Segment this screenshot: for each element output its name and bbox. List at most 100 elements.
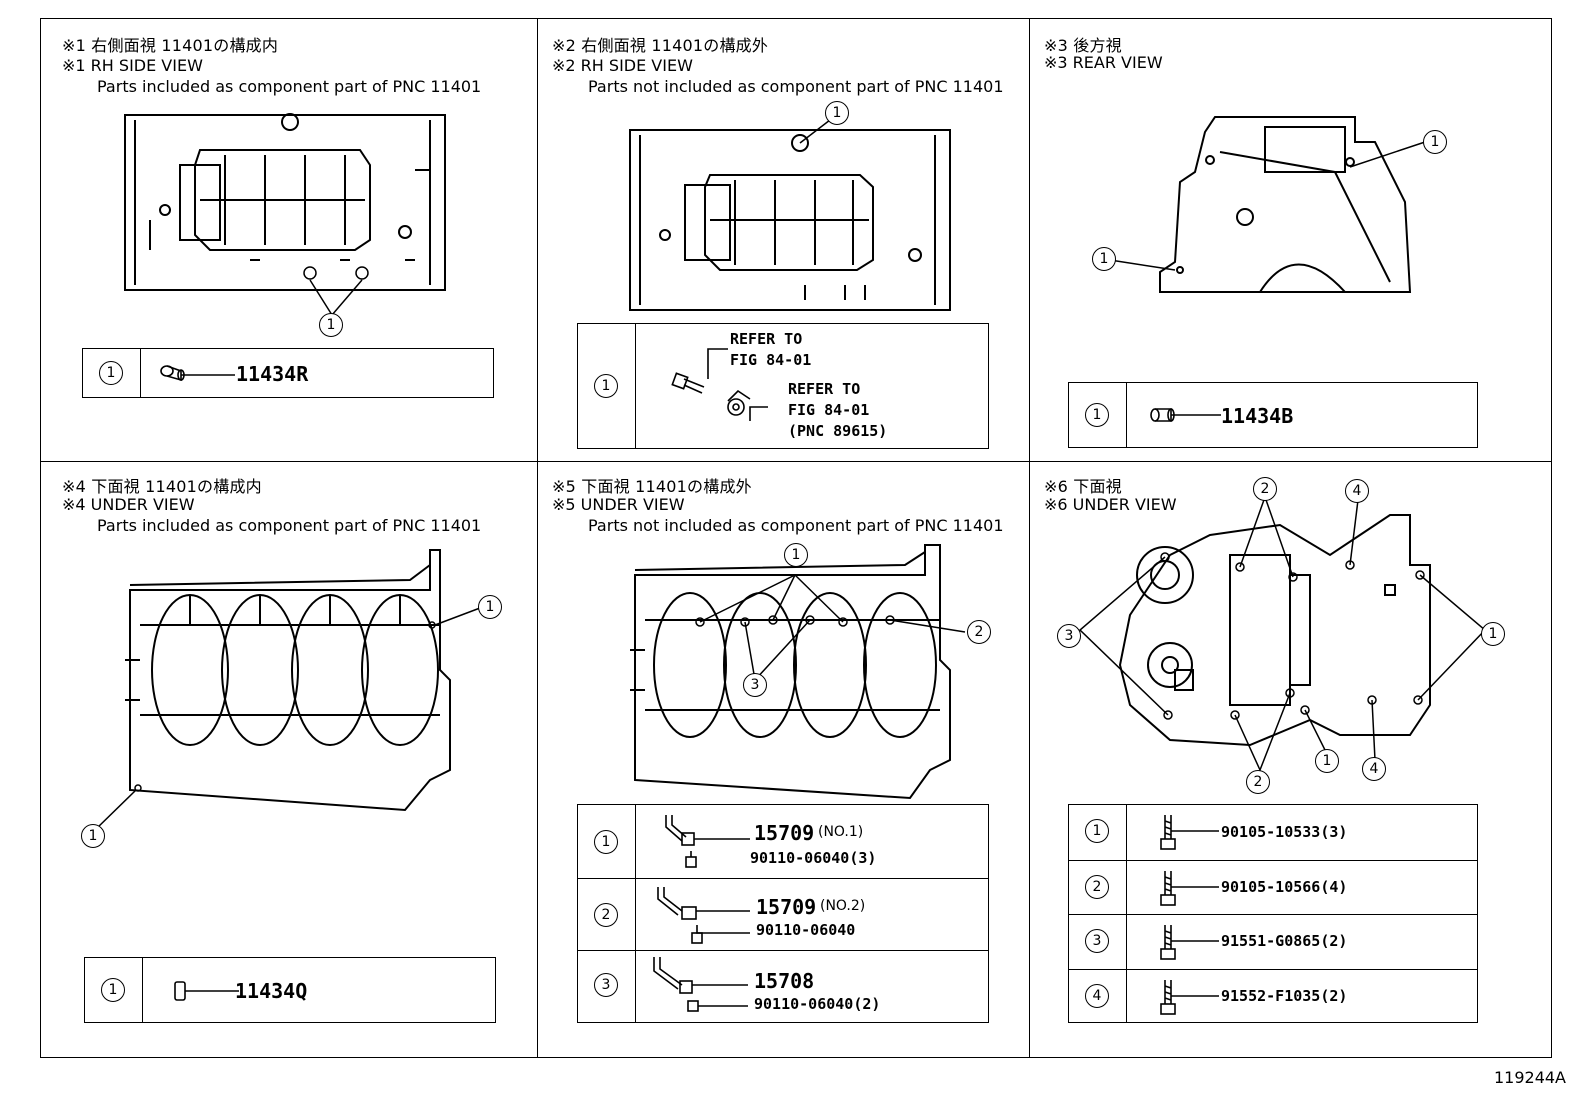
row-number-badge: 1 <box>1085 819 1109 843</box>
bolt-part-number: 90110-06040(2) <box>754 995 881 1013</box>
refer-note-line: REFER TO <box>788 380 861 398</box>
bolt-icon <box>1160 980 1219 1015</box>
panel-subheading: Parts not included as component part of … <box>588 516 1004 535</box>
parts-table: 1 11434Q <box>84 957 496 1023</box>
parts-table: 1 15709 (NO.1) 90110-06040(3) 2 <box>577 804 989 1023</box>
figure-id: 119244A <box>1493 1068 1566 1087</box>
callout-1: 1 <box>319 313 343 337</box>
refer-note-2: REFER TO FIG 84-01 (PNC 89615) <box>788 379 887 442</box>
part-number: 11434B <box>1221 404 1294 428</box>
panel-heading-en: ※6 UNDER VIEW <box>1044 495 1177 514</box>
part-number: 91551-G0865(2) <box>1221 932 1348 950</box>
callout-1: 1 <box>81 824 105 848</box>
panel-heading-jp: ※2 右側面視 11401の構成外 <box>552 36 769 55</box>
row-number-badge: 2 <box>1085 875 1109 899</box>
panel-heading-jp: ※5 下面視 11401の構成外 <box>552 477 752 496</box>
row-number-badge: 1 <box>594 374 618 398</box>
panel-heading-jp: ※3 後方視 <box>1044 36 1122 55</box>
table-row: 3 15708 90110-06040(2) <box>578 950 988 1025</box>
table-row: 2 90105-10566(4) <box>1069 860 1477 915</box>
knock-pin-icon <box>160 365 235 382</box>
callout-4: 4 <box>1362 757 1386 781</box>
engine-block-rh-side-drawing <box>629 119 951 311</box>
callout-1: 1 <box>825 101 849 125</box>
panel-heading-jp: ※1 右側面視 11401の構成内 <box>62 36 279 55</box>
engine-block-under-view-drawing <box>1078 494 1487 772</box>
callout-1: 1 <box>784 543 808 567</box>
row-number-badge: 1 <box>99 361 123 385</box>
engine-block-rh-side-drawing <box>124 113 446 317</box>
part-number: 11434R <box>236 362 309 386</box>
callout-1: 1 <box>478 595 502 619</box>
table-divider <box>140 349 141 397</box>
part-number: 15709 <box>754 821 815 845</box>
engine-block-under-view-drawing <box>94 549 481 831</box>
table-row: 3 91551-G0865(2) <box>1069 914 1477 970</box>
callout-1: 1 <box>1315 749 1339 773</box>
row-number-badge: 4 <box>1085 984 1109 1008</box>
panel-heading-en: ※4 UNDER VIEW <box>62 495 195 514</box>
row-number-badge: 3 <box>1085 929 1109 953</box>
bolt-part-number: 90110-06040 <box>756 921 856 939</box>
part-number: 90105-10566(4) <box>1221 878 1348 896</box>
table-row: 1 15709 (NO.1) 90110-06040(3) <box>578 805 988 878</box>
parts-table: 1 11434B <box>1068 382 1478 448</box>
panel-heading-jp: ※6 下面視 <box>1044 477 1122 496</box>
engine-block-under-view-drawing <box>630 544 966 800</box>
callout-2: 2 <box>967 620 991 644</box>
parts-table: 1 11434R <box>82 348 494 398</box>
oil-jet-icon <box>657 887 750 944</box>
refer-note-1: REFER TO FIG 84-01 <box>730 329 811 371</box>
panel-heading-en: ※3 REAR VIEW <box>1044 53 1163 72</box>
table-divider <box>142 958 143 1022</box>
row-number-badge: 1 <box>101 978 125 1002</box>
knock-pin-icon <box>174 981 239 1001</box>
part-number: 11434Q <box>235 979 308 1003</box>
part-number: 90105-10533(3) <box>1221 823 1348 841</box>
table-row: 2 15709 (NO.2) 90110-06040 <box>578 878 988 951</box>
refer-note-line: FIG 84-01 <box>788 401 870 419</box>
callout-4: 4 <box>1345 479 1369 503</box>
bolt-icon <box>1160 815 1219 850</box>
panel-heading-jp: ※4 下面視 11401の構成内 <box>62 477 262 496</box>
part-note: (NO.1) <box>818 824 864 840</box>
row-number-badge: 1 <box>594 830 618 854</box>
callout-3: 3 <box>1057 624 1081 648</box>
callout-1: 1 <box>1481 622 1505 646</box>
part-number: 91552-F1035(2) <box>1221 987 1348 1005</box>
parts-table: 1 REFER TO FIG 84-01 REFER TO FIG 84-01 … <box>577 323 989 449</box>
grid-divider <box>537 19 538 1057</box>
callout-2: 2 <box>1246 770 1270 794</box>
oil-jet-icon <box>665 815 750 868</box>
refer-note-line: FIG 84-01 <box>730 351 812 369</box>
panel-heading-en: ※1 RH SIDE VIEW <box>62 56 203 75</box>
callout-1: 1 <box>1423 130 1447 154</box>
part-number: 15708 <box>754 969 815 993</box>
refer-note-line: (PNC 89615) <box>788 422 888 440</box>
parts-table: 1 90105-10533(3) 2 90105-10566(4) 3 9155… <box>1068 804 1478 1023</box>
table-divider <box>1126 805 1127 1022</box>
part-note: (NO.2) <box>820 898 866 914</box>
grid-divider <box>41 461 1551 462</box>
panel-heading-en: ※2 RH SIDE VIEW <box>552 56 693 75</box>
row-number-badge: 2 <box>594 903 618 927</box>
engine-block-rear-drawing <box>1109 116 1426 293</box>
row-number-badge: 3 <box>594 973 618 997</box>
bolt-sensor-icon <box>671 348 768 421</box>
knock-pin-icon <box>1150 408 1221 422</box>
part-number: 15709 <box>756 895 817 919</box>
diagram-grid <box>40 18 1552 1058</box>
bolt-icon <box>1160 871 1219 906</box>
refer-note-line: REFER TO <box>730 330 803 348</box>
grid-divider <box>1029 19 1030 1057</box>
table-divider <box>635 805 636 1022</box>
table-divider <box>1126 383 1127 447</box>
callout-1: 1 <box>1092 247 1116 271</box>
table-row: 4 91552-F1035(2) <box>1069 969 1477 1025</box>
callout-2: 2 <box>1253 477 1277 501</box>
table-row: 1 90105-10533(3) <box>1069 805 1477 860</box>
bolt-part-number: 90110-06040(3) <box>750 849 877 867</box>
panel-heading-en: ※5 UNDER VIEW <box>552 495 685 514</box>
oil-jet-icon <box>653 957 748 1012</box>
table-divider <box>635 324 636 448</box>
